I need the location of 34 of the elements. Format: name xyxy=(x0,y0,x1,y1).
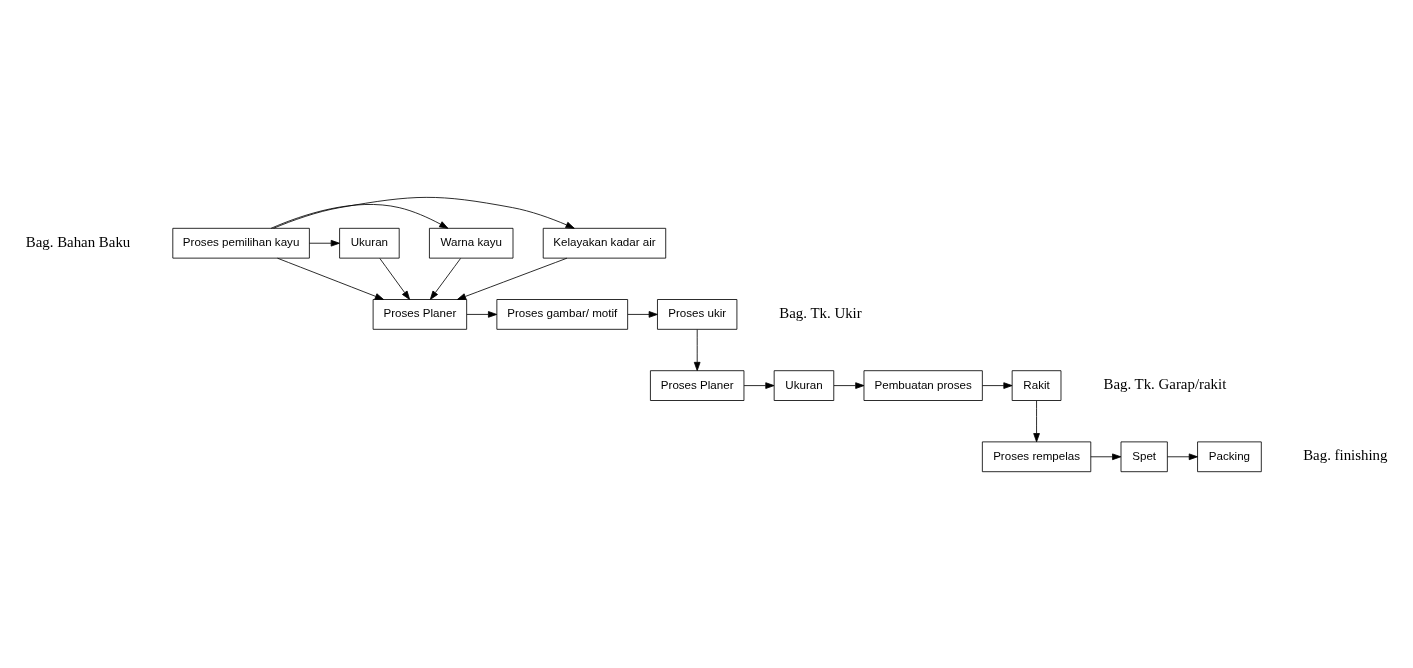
arrow xyxy=(309,239,340,247)
node-box: Pembuatan proses xyxy=(863,369,983,401)
node-box: Packing xyxy=(1197,440,1262,472)
node-box: Proses ukir xyxy=(657,298,738,330)
arrow xyxy=(277,257,384,300)
arrow xyxy=(627,310,658,318)
arrow xyxy=(833,381,865,389)
node-box: Spet xyxy=(1120,440,1168,472)
node-box: Proses Planer xyxy=(372,298,468,330)
node-box: Kelayakan kadar air xyxy=(542,227,667,259)
node-box: Ukuran xyxy=(339,227,400,259)
node-box: Proses pemilihan kayu xyxy=(172,227,310,259)
label: Bag. Tk. Garap/rakit xyxy=(1103,375,1227,392)
arrow xyxy=(457,257,568,300)
arrow xyxy=(379,257,411,300)
arrow xyxy=(270,203,449,229)
arrow xyxy=(1090,452,1122,460)
arrow xyxy=(693,328,701,371)
node-box: Proses gambar/ motif xyxy=(496,298,629,330)
node-box: Proses rempelas xyxy=(981,440,1092,472)
arrow xyxy=(429,257,461,300)
node-box: Proses Planer xyxy=(650,369,745,401)
arrow xyxy=(1033,399,1040,442)
label: Bag. Tk. Ukir xyxy=(779,304,862,321)
arrow xyxy=(982,381,1013,389)
arrow xyxy=(1167,452,1198,460)
node-box: Warna kayu xyxy=(429,227,514,259)
node-box: Ukuran xyxy=(773,369,835,401)
arrow xyxy=(273,196,575,229)
arrow xyxy=(466,310,498,318)
node-box: Rakit xyxy=(1011,369,1062,401)
arrow xyxy=(743,381,775,389)
label: Bag. finishing xyxy=(1303,446,1388,463)
label: Bag. Bahan Baku xyxy=(25,233,131,250)
